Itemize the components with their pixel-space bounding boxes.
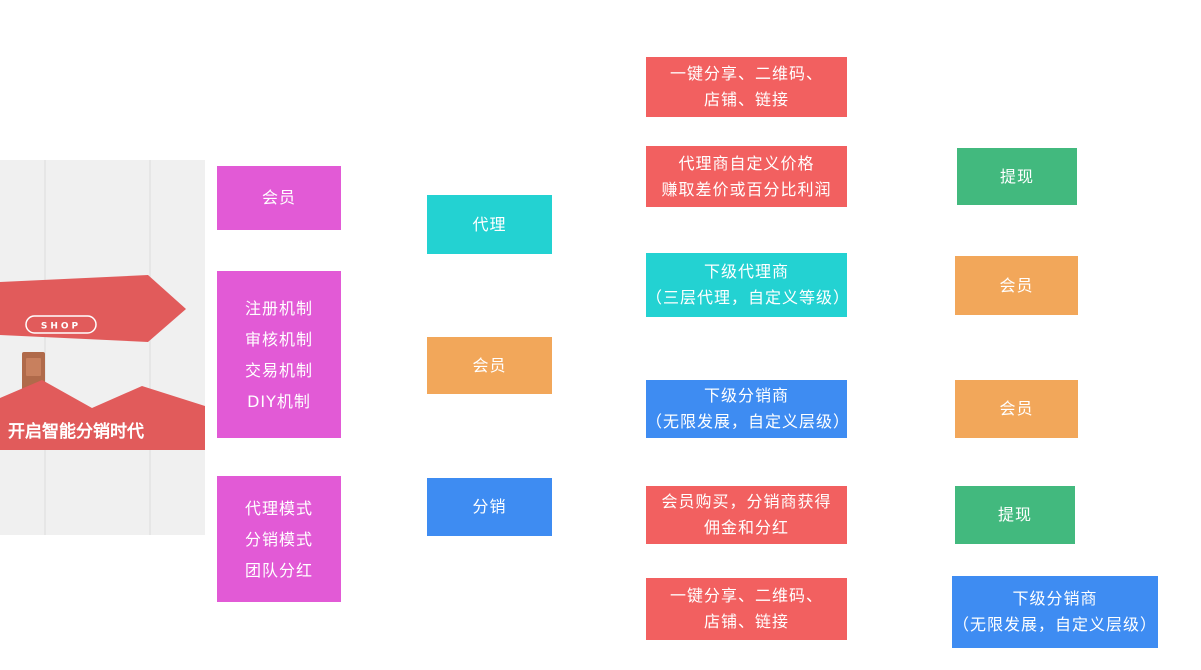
shop-badge: SHOP [41, 322, 81, 332]
mechanism-box: 注册机制 审核机制 交易机制 DIY机制 [217, 271, 341, 438]
withdraw-top-box: 提现 [957, 148, 1077, 205]
share-link-top-box: 一键分享、二维码、 店铺、链接 [646, 57, 847, 117]
member-purchase-line: 会员购买，分销商获得 [661, 492, 832, 511]
sub-distributor-box: 下级分销商 （无限发展，自定义层级） [646, 380, 851, 438]
mechanism-line: 注册机制 [244, 298, 313, 318]
agent-role-label: 代理 [472, 214, 507, 234]
member-role-box: 会员 [427, 337, 552, 394]
mechanism-line: DIY机制 [247, 391, 311, 411]
member-result-label: 会员 [999, 275, 1034, 295]
member-purchase-line: 佣金和分红 [703, 518, 789, 537]
mode-line: 分销模式 [244, 529, 313, 549]
mode-line: 团队分红 [244, 560, 313, 580]
withdraw-label: 提现 [997, 505, 1032, 525]
sub-agent-line: 下级代理商 [703, 262, 789, 281]
tagline: 开启智能分销时代 [8, 421, 144, 442]
mechanism-line: 审核机制 [244, 329, 313, 349]
sub-distributor-result-line: （无限发展，自定义层级） [952, 615, 1157, 634]
shop-illustration-svg: SHOP 开启智能分销时代 [0, 160, 205, 535]
member-result-bottom-box: 会员 [955, 380, 1078, 438]
distribution-role-box: 分销 [427, 478, 552, 536]
shop-door-panel [26, 358, 41, 376]
sub-distributor-line: 下级分销商 [703, 386, 789, 405]
mode-box: 代理模式 分销模式 团队分红 [217, 476, 341, 602]
sub-distributor-line: （无限发展，自定义层级） [646, 412, 851, 431]
mechanism-line: 交易机制 [244, 360, 313, 380]
share-link-line: 一键分享、二维码、 [669, 586, 823, 605]
sub-distributor-result-box: 下级分销商 （无限发展，自定义层级） [952, 576, 1158, 648]
sub-agent-box: 下级代理商 （三层代理，自定义等级） [646, 253, 851, 317]
shop-base-ribbon [0, 380, 205, 450]
member-box: 会员 [217, 166, 341, 230]
member-result-top-box: 会员 [955, 256, 1078, 315]
sub-agent-line: （三层代理，自定义等级） [646, 288, 851, 307]
agent-price-line: 赚取差价或百分比利润 [661, 179, 832, 199]
share-link-bottom-box: 一键分享、二维码、 店铺、链接 [646, 578, 847, 640]
shop-illustration: SHOP 开启智能分销时代 [0, 160, 205, 535]
withdraw-label: 提现 [999, 166, 1034, 186]
share-link-line: 店铺、链接 [703, 90, 789, 109]
sub-distributor-result-line: 下级分销商 [1012, 589, 1098, 608]
mode-line: 代理模式 [244, 498, 313, 518]
agent-price-box: 代理商自定义价格 赚取差价或百分比利润 [646, 146, 847, 207]
member-role-label: 会员 [472, 355, 507, 375]
member-result-label: 会员 [999, 399, 1034, 419]
agent-price-line: 代理商自定义价格 [678, 153, 815, 173]
shop-badge-outline [25, 315, 97, 334]
withdraw-bottom-box: 提现 [955, 486, 1075, 544]
shop-awning-ribbon [0, 275, 186, 342]
illustration-background [0, 160, 205, 535]
member-box-label: 会员 [261, 188, 296, 208]
share-link-line: 店铺、链接 [703, 612, 789, 631]
distribution-role-label: 分销 [472, 497, 507, 517]
agent-role-box: 代理 [427, 195, 552, 254]
share-link-line: 一键分享、二维码、 [669, 64, 823, 83]
member-purchase-box: 会员购买，分销商获得 佣金和分红 [646, 486, 847, 544]
